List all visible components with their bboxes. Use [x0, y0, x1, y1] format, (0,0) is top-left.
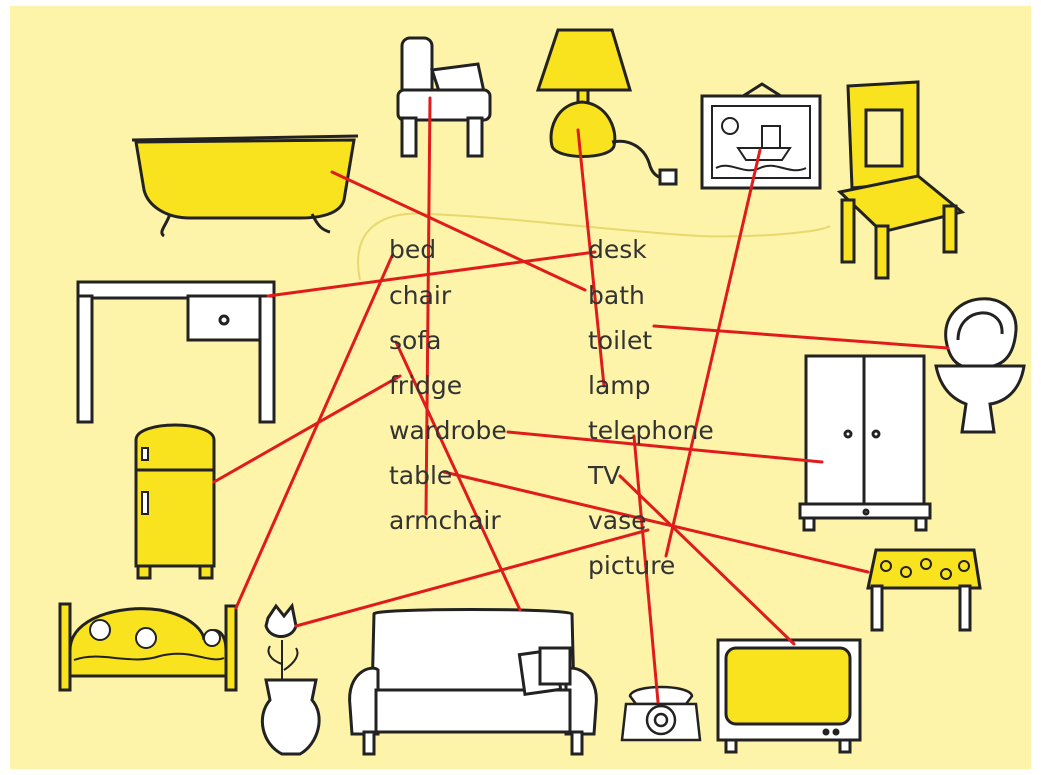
sofa-picture — [350, 610, 597, 755]
word-bed[interactable]: bed — [389, 236, 436, 264]
vase-picture — [262, 606, 319, 754]
word-lamp[interactable]: lamp — [588, 372, 651, 400]
word-sofa[interactable]: sofa — [389, 327, 441, 355]
word-armchair[interactable]: armchair — [389, 507, 501, 535]
word-wardrobe[interactable]: wardrobe — [389, 417, 507, 445]
match-line-fridge — [214, 376, 400, 482]
desk-picture — [78, 282, 274, 422]
wardrobe-picture — [800, 356, 930, 530]
telephone-picture — [622, 687, 700, 740]
word-bath[interactable]: bath — [588, 282, 645, 310]
match-line-picture — [666, 150, 760, 556]
word-picture[interactable]: picture — [588, 552, 675, 580]
word-chair[interactable]: chair — [389, 282, 451, 310]
chair-picture — [840, 82, 962, 278]
picture-picture — [702, 84, 820, 188]
armchair-picture — [398, 38, 490, 156]
word-tv[interactable]: TV — [588, 462, 620, 490]
fridge-picture — [136, 425, 214, 578]
lamp-picture — [538, 30, 676, 184]
match-line-bath — [332, 172, 585, 290]
word-table[interactable]: table — [389, 462, 452, 490]
match-line-toilet — [654, 326, 948, 348]
bath-picture — [132, 136, 358, 236]
tv-picture — [718, 640, 860, 752]
word-telephone[interactable]: telephone — [588, 417, 714, 445]
word-desk[interactable]: desk — [588, 236, 647, 264]
toilet-picture — [936, 299, 1024, 432]
word-vase[interactable]: vase — [588, 507, 647, 535]
word-toilet[interactable]: toilet — [588, 327, 652, 355]
table-picture — [868, 550, 980, 630]
word-fridge[interactable]: fridge — [389, 372, 462, 400]
bed-picture — [60, 604, 236, 690]
